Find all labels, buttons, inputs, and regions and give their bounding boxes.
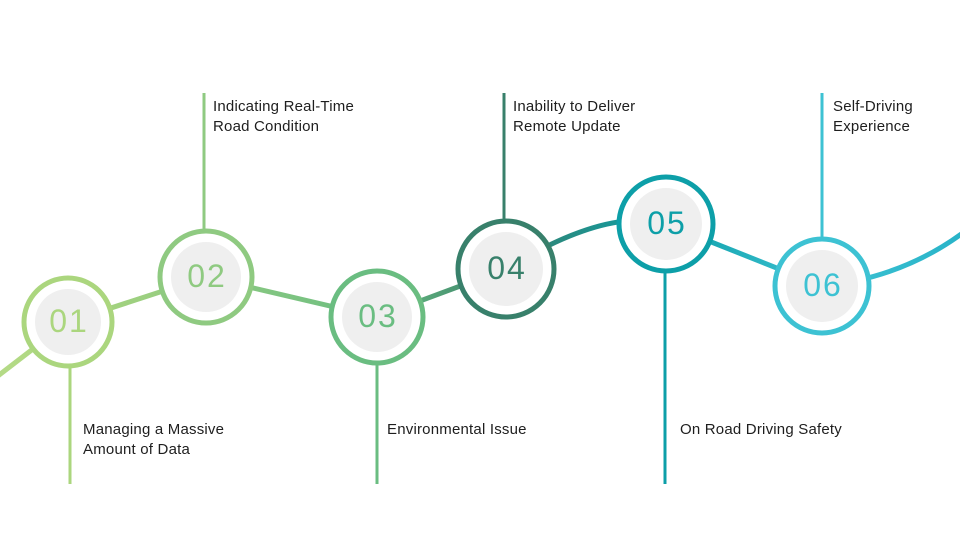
step-03-number: 03 <box>358 297 398 334</box>
step-circle-inner <box>786 250 858 322</box>
step-circle-inner <box>630 188 702 260</box>
step-circle-inner <box>469 232 543 306</box>
step-06-number: 06 <box>803 266 843 303</box>
step-02-number: 02 <box>187 257 227 294</box>
step-03-label: Environmental Issue <box>387 421 527 438</box>
step-circle-inner <box>171 242 241 312</box>
step-06-label: Self-Driving Experience <box>833 98 913 135</box>
step-05-label: On Road Driving Safety <box>680 421 842 438</box>
step-circle-inner <box>35 289 101 355</box>
step-01-number: 01 <box>49 302 89 339</box>
step-01-label: Managing a Massive Amount of Data <box>83 421 225 458</box>
step-04-label: Inability to Deliver Remote Update <box>513 98 636 135</box>
step-04-number: 04 <box>487 249 527 286</box>
step-circle-inner <box>342 282 412 352</box>
step-02-label: Indicating Real-Time Road Condition <box>213 98 354 135</box>
step-05-number: 05 <box>647 204 687 241</box>
